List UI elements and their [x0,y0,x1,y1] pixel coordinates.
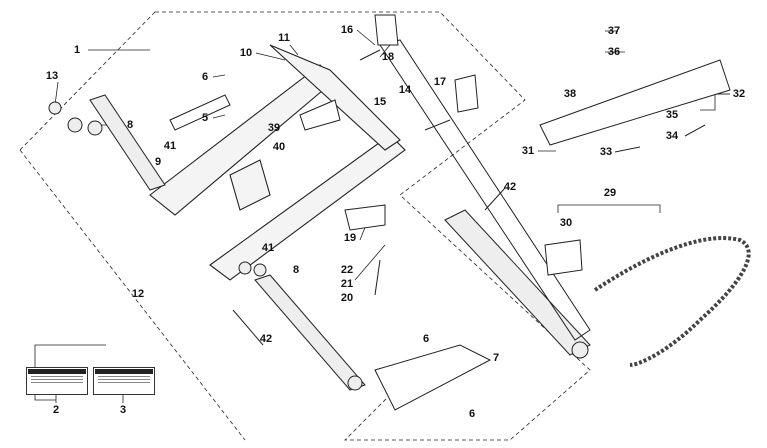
callout-20: 20 [340,292,354,304]
callout-12: 12 [131,288,145,300]
callout-36: 36 [607,46,621,58]
callout-9: 9 [154,156,162,168]
callout-31: 31 [521,145,535,157]
drive-chain [593,236,751,367]
callout-6c: 6 [468,408,476,420]
callout-32: 32 [732,88,746,100]
warning-decal [26,367,88,395]
callout-1: 1 [73,44,81,56]
callout-5: 5 [201,112,209,124]
axle-and-rails [48,39,591,391]
callout-17: 17 [433,76,447,88]
callout-34: 34 [665,130,679,142]
callout-33: 33 [599,146,613,158]
callout-38: 38 [563,88,577,100]
callout-6b: 6 [422,333,430,345]
callout-14: 14 [398,84,412,96]
callout-8: 8 [126,119,134,131]
callout-42: 42 [259,333,273,345]
callout-42b: 42 [503,181,517,193]
callout-6: 6 [201,71,209,83]
callout-19: 19 [343,232,357,244]
callout-3: 3 [119,404,127,416]
callout-22: 22 [340,264,354,276]
callout-7: 7 [492,352,500,364]
callout-13: 13 [45,70,59,82]
callout-11: 11 [278,32,290,44]
callout-10: 10 [239,47,253,59]
group-outline [19,11,591,441]
callout-18: 18 [381,51,395,63]
brackets-and-bolts [169,14,731,411]
callout-40: 40 [272,141,286,153]
swingarm [149,44,406,281]
callout-35: 35 [665,109,679,121]
callout-29: 29 [603,187,617,199]
callout-41: 41 [163,140,177,152]
callout-16: 16 [340,24,354,36]
callout-2: 2 [52,404,60,416]
callout-21: 21 [340,278,354,290]
instruction-decal [93,367,155,395]
callout-8b: 8 [292,264,300,276]
callout-30: 30 [559,217,573,229]
callout-41b: 41 [261,242,275,254]
callout-15: 15 [373,96,387,108]
callout-37: 37 [607,25,621,37]
callout-39: 39 [267,122,281,134]
